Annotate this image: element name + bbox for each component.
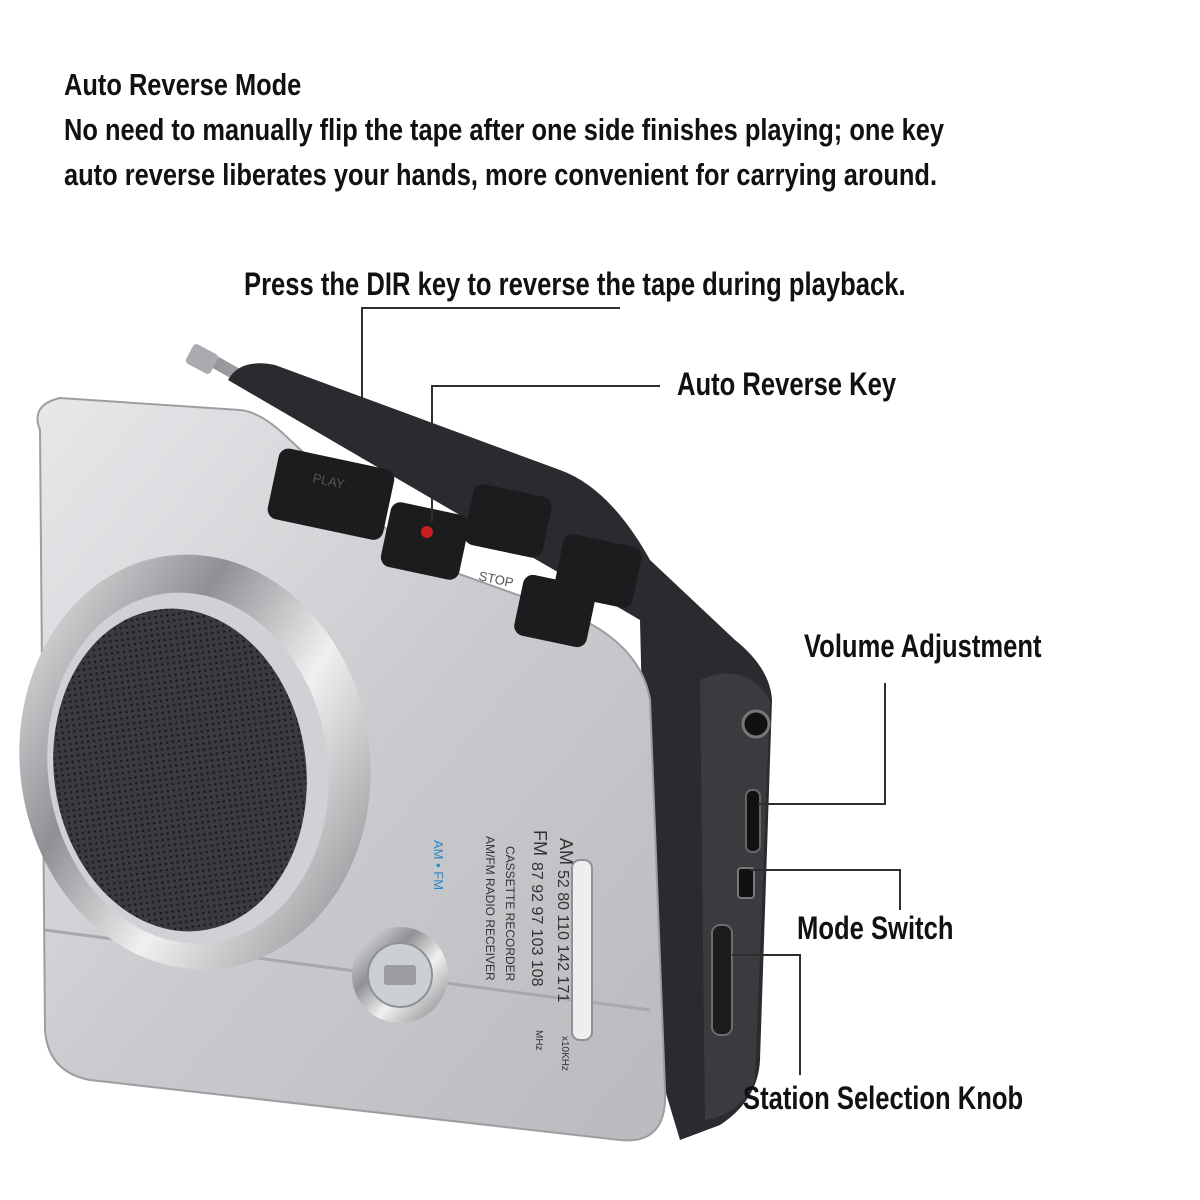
label-cassette-recorder: CASSETTE RECORDER: [503, 846, 517, 982]
callout-mode-switch: Mode Switch: [797, 910, 954, 946]
label-radio-receiver: AM/FM RADIO RECEIVER: [483, 836, 497, 981]
callout-auto-reverse-key: Auto Reverse Key: [677, 366, 897, 402]
rewind-button[interactable]: [462, 482, 553, 559]
mode-switch-slider[interactable]: [737, 867, 755, 899]
record-button[interactable]: [379, 500, 471, 581]
tuning-window: [571, 859, 593, 1041]
label-stop: STOP: [477, 568, 515, 590]
label-am-scale: 52 80 110 142 171: [554, 870, 571, 1002]
heading-line-1: No need to manually flip the tape after …: [64, 112, 945, 147]
label-am: AM: [556, 838, 576, 865]
band-knob[interactable]: [352, 927, 448, 1023]
volume-wheel[interactable]: [745, 789, 761, 853]
headphone-jack: [741, 709, 771, 739]
callout-volume-adjustment: Volume Adjustment: [804, 628, 1042, 664]
volume-line: [758, 683, 886, 805]
label-mhz: MHz: [533, 1030, 544, 1051]
side-controls: [711, 709, 771, 1036]
callout-station-selection-knob: Station Selection Knob: [743, 1080, 1024, 1116]
speaker: [19, 554, 371, 970]
heading-block: Auto Reverse Mode No need to manually fl…: [64, 62, 966, 197]
dir-key-line: [361, 307, 620, 458]
label-band: AM • FM: [431, 840, 446, 890]
stop-button[interactable]: [512, 573, 597, 649]
mode-switch-line: [750, 869, 901, 910]
auto-reverse-line: [431, 385, 660, 522]
label-khz: x10KHz: [559, 1036, 570, 1071]
control-buttons: [266, 447, 642, 649]
device-printed-text: AM FM 52 80 110 142 171 87 92 97 103 108…: [311, 470, 576, 1071]
label-fm: FM: [530, 830, 550, 856]
callout-dir-key: Press the DIR key to reverse the tape du…: [244, 266, 906, 302]
heading-line-2: auto reverse liberates your hands, more …: [64, 157, 938, 192]
station-knob-wheel[interactable]: [711, 924, 733, 1036]
heading-title: Auto Reverse Mode: [64, 67, 302, 102]
record-dot: [421, 526, 433, 538]
label-play: PLAY: [311, 470, 346, 491]
station-knob-line: [732, 954, 801, 1075]
play-button[interactable]: [266, 447, 396, 542]
callout-lines: [361, 307, 901, 1075]
label-fm-scale: 87 92 97 103 108: [528, 862, 545, 987]
